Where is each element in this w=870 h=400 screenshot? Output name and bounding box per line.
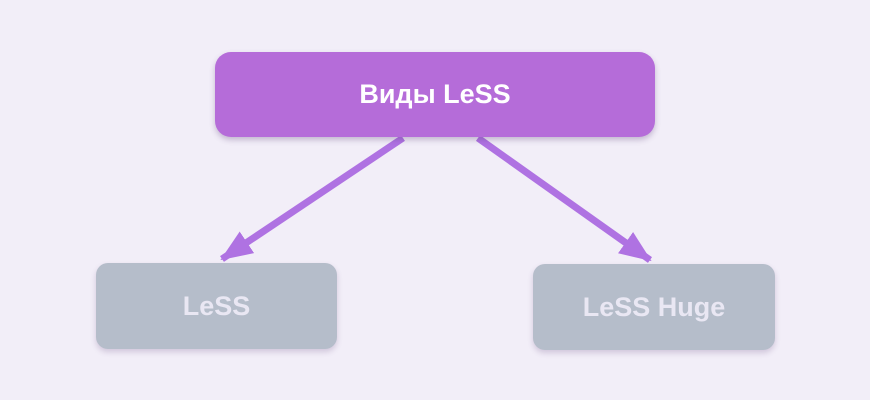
node-root: Виды LeSS [215,52,655,137]
node-less-label: LeSS [182,290,251,321]
node-less: LeSS [96,263,337,349]
node-root-label: Виды LeSS [359,79,511,109]
node-less-huge: LeSS Huge [533,264,775,350]
arrow-root-to-less [220,135,405,262]
node-less-huge-label: LeSS Huge [582,291,726,322]
arrow-root-to-less-huge [475,135,653,263]
